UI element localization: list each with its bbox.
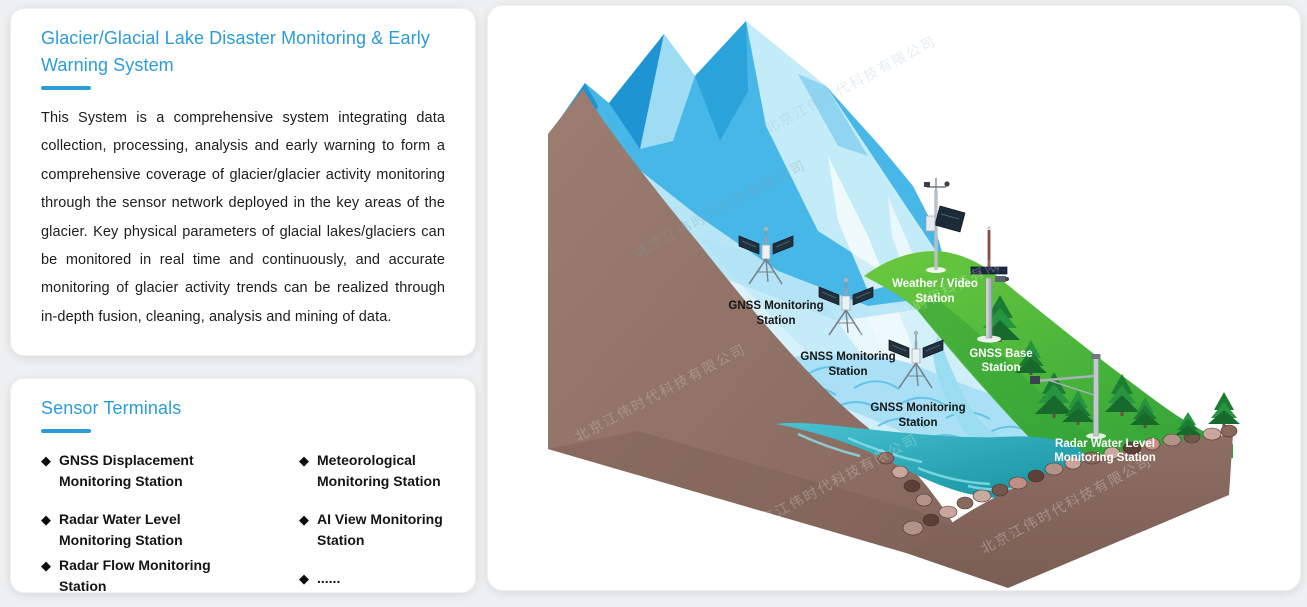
sensor-list: ◆ GNSS Displacement Monitoring Station ◆… bbox=[41, 450, 451, 597]
glacier-illustration-card: GNSS Monitoring Station GNSS Monitoring … bbox=[487, 5, 1301, 591]
sensor-item-label: ...... bbox=[317, 570, 341, 586]
gnss-monitoring-station-2-icon bbox=[818, 277, 874, 336]
diamond-bullet-icon: ◆ bbox=[299, 453, 309, 468]
diamond-bullet-icon: ◆ bbox=[299, 571, 309, 586]
diamond-bullet-icon: ◆ bbox=[299, 512, 309, 527]
radar-water-level-label-line1: Radar Water Level bbox=[1055, 438, 1155, 450]
pine-tree-icon bbox=[1062, 390, 1094, 425]
meltwater-cascade bbox=[933, 336, 1046, 458]
gnss-station-3-label-line1: GNSS Monitoring bbox=[870, 402, 965, 414]
pine-tree-icon bbox=[1175, 412, 1201, 438]
sensor-list-right-column: ◆ Meteorological Monitoring Station ◆ AI… bbox=[299, 450, 451, 597]
sensor-item-radar-water-level: ◆ Radar Water Level Monitoring Station bbox=[41, 509, 297, 551]
sensor-terminals-title: Sensor Terminals bbox=[41, 398, 182, 418]
gnss-station-1-label-line1: GNSS Monitoring bbox=[728, 300, 823, 312]
glacier-scene-illustration: GNSS Monitoring Station GNSS Monitoring … bbox=[488, 6, 1300, 590]
diamond-bullet-icon: ◆ bbox=[41, 453, 51, 468]
title-underline bbox=[41, 86, 91, 90]
sensor-terminals-card: Sensor Terminals ◆ GNSS Displacement Mon… bbox=[10, 378, 476, 594]
sensor-item-meteorological: ◆ Meteorological Monitoring Station bbox=[299, 450, 451, 492]
gnss-station-3-label-line2: Station bbox=[899, 417, 938, 429]
sensor-item-label: AI View Monitoring Station bbox=[317, 511, 443, 548]
sensor-item-label: GNSS Displacement Monitoring Station bbox=[59, 452, 194, 489]
weather-video-station-label-line1: Weather / Video bbox=[892, 278, 978, 290]
terrain-block-front bbox=[906, 434, 1233, 588]
overview-card: Glacier/Glacial Lake Disaster Monitoring… bbox=[10, 8, 476, 356]
gnss-station-2-label-line2: Station bbox=[829, 366, 868, 378]
station-labels: GNSS Monitoring Station GNSS Monitoring … bbox=[728, 278, 1155, 464]
cliff-shadow bbox=[548, 431, 956, 553]
sensor-item-label: Radar Flow Monitoring Station bbox=[59, 557, 211, 594]
radar-water-level-label-line2: Monitoring Station bbox=[1054, 452, 1156, 464]
gnss-base-station-label-line1: GNSS Base bbox=[969, 348, 1032, 360]
overview-description: This System is a comprehensive system in… bbox=[41, 110, 445, 325]
diamond-bullet-icon: ◆ bbox=[41, 512, 51, 527]
gnss-base-station-label-line2: Station bbox=[982, 362, 1021, 374]
overview-title: Glacier/Glacial Lake Disaster Monitoring… bbox=[41, 28, 430, 75]
gnss-base-station-icon bbox=[970, 226, 1009, 343]
sensor-item-ai-view: ◆ AI View Monitoring Station bbox=[299, 509, 451, 551]
pine-tree-icon bbox=[1208, 392, 1240, 427]
pine-tree-icon bbox=[1105, 374, 1139, 416]
weather-video-station-icon bbox=[924, 178, 966, 273]
title-underline bbox=[41, 429, 91, 433]
glacier-mountain-peaks bbox=[548, 21, 946, 321]
gnss-station-2-label-line1: GNSS Monitoring bbox=[800, 351, 895, 363]
gnss-monitoring-station-3-icon bbox=[888, 330, 944, 389]
gnss-station-1-label-line2: Station bbox=[757, 315, 796, 327]
sensor-item-label: Meteorological Monitoring Station bbox=[317, 452, 441, 489]
pine-tree-icon bbox=[1035, 372, 1073, 418]
pine-tree-icon bbox=[1015, 340, 1047, 375]
sensor-item-gnss-displacement: ◆ GNSS Displacement Monitoring Station bbox=[41, 450, 297, 492]
sensor-list-left-column: ◆ GNSS Displacement Monitoring Station ◆… bbox=[41, 450, 297, 597]
gnss-monitoring-station-1-icon bbox=[738, 226, 794, 285]
weather-video-station-label-line2: Station bbox=[916, 293, 955, 305]
sensor-item-label: Radar Water Level Monitoring Station bbox=[59, 511, 183, 548]
sensor-item-radar-flow: ◆ Radar Flow Monitoring Station bbox=[41, 555, 297, 597]
diamond-bullet-icon: ◆ bbox=[41, 558, 51, 573]
pine-tree-icon bbox=[1130, 397, 1160, 428]
sensor-item-ellipsis: ◆ ...... bbox=[299, 568, 451, 589]
radar-water-level-station-icon bbox=[1030, 354, 1106, 439]
